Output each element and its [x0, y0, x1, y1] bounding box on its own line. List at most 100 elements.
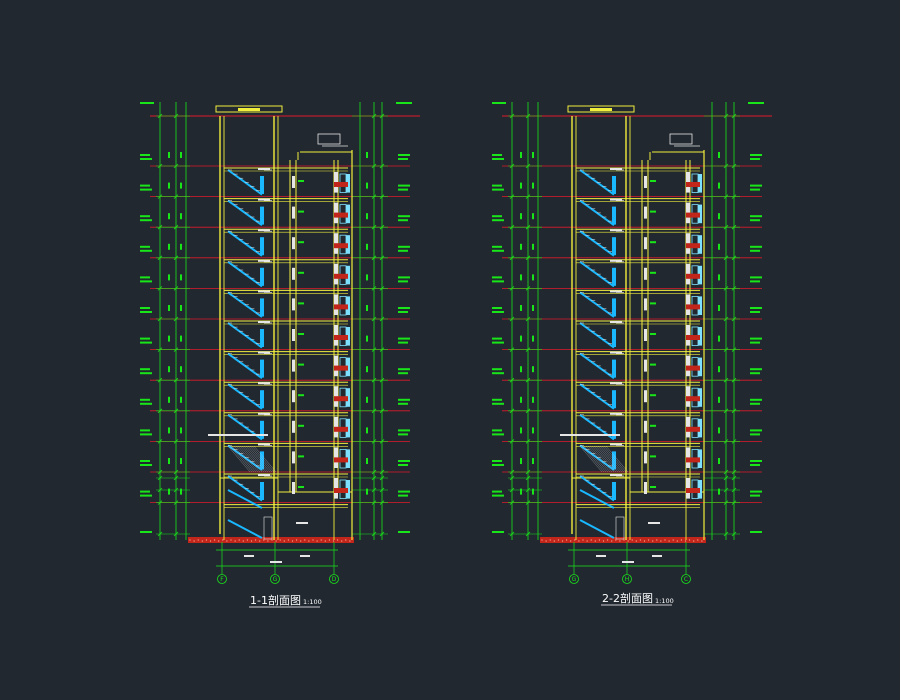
dimension-slash	[371, 286, 377, 291]
dimension-slash	[379, 163, 385, 169]
dim-glyph	[168, 182, 170, 189]
level-marker	[398, 464, 408, 466]
entrance-hatch	[599, 445, 623, 473]
entrance-note	[560, 434, 620, 436]
dim-glyph	[718, 396, 720, 403]
dimension-slash	[525, 286, 531, 291]
level-marker	[398, 276, 410, 279]
room-label	[650, 271, 656, 274]
room-label	[298, 424, 304, 427]
room-label	[298, 241, 304, 244]
stair-handrail	[260, 298, 264, 317]
ground-hatch	[656, 539, 658, 541]
ground-hatch	[341, 540, 343, 542]
level-marker	[492, 494, 504, 497]
dimension-slash	[731, 163, 737, 169]
dim-glyph	[168, 152, 170, 158]
axis-label: G	[572, 576, 577, 583]
entrance-hatch	[237, 445, 261, 473]
dimension-slash	[157, 531, 163, 537]
dimension-slash	[509, 316, 515, 322]
dimension-slash	[371, 113, 377, 119]
axis-label: C	[684, 576, 688, 583]
entrance-hatch	[603, 445, 627, 473]
stair-handrail	[260, 451, 264, 470]
entrance-hatch	[229, 445, 253, 473]
dim-glyph	[168, 213, 170, 220]
level-marker	[140, 311, 152, 313]
dim-glyph	[366, 213, 368, 220]
level-marker	[398, 184, 410, 187]
dimension-slash	[723, 255, 729, 261]
level-marker	[492, 249, 504, 252]
dimension-slash	[723, 500, 729, 505]
door-frame	[644, 359, 647, 372]
dim-glyph	[168, 305, 170, 311]
dim-glyph	[520, 488, 522, 495]
room-label	[650, 180, 656, 182]
balcony-beam	[334, 365, 348, 371]
dimension-slash	[525, 439, 531, 444]
dim-glyph	[520, 152, 522, 158]
dim-glyph	[718, 152, 720, 158]
entrance-hatch	[249, 445, 273, 473]
entrance-hatch	[593, 445, 617, 473]
door-frame	[644, 482, 647, 494]
ground-hatch	[643, 540, 646, 542]
dim-glyph	[520, 366, 522, 373]
level-marker	[750, 402, 760, 405]
landing-label	[610, 229, 622, 232]
room-label	[298, 363, 304, 366]
level-marker	[140, 184, 150, 187]
stair-handrail	[612, 420, 616, 439]
stair-handrail	[260, 329, 264, 347]
dim-glyph	[532, 243, 534, 250]
dim-glyph	[718, 488, 720, 495]
dimension-slash	[731, 347, 737, 352]
room-label	[650, 486, 656, 488]
dimension-slash	[371, 469, 377, 475]
landing-label	[258, 290, 270, 293]
entrance-hatch	[605, 445, 629, 473]
level-marker	[140, 215, 150, 218]
dim-glyph	[532, 305, 534, 311]
ground-hatch	[226, 540, 228, 542]
dim-glyph	[168, 243, 170, 250]
door-frame	[292, 359, 295, 372]
ground-hatch	[230, 539, 232, 541]
room-label	[650, 302, 656, 305]
dimension-slash	[379, 347, 385, 352]
basement-stair-flight	[579, 489, 615, 509]
dimension-text	[596, 555, 606, 557]
dimension-slash	[371, 224, 377, 230]
door-frame	[644, 390, 647, 403]
dim-glyph	[532, 488, 534, 495]
entrance-hatch	[239, 445, 263, 473]
dimension-slash	[723, 377, 729, 383]
level-marker	[750, 398, 762, 401]
ground-hatch	[578, 540, 580, 542]
entrance-hatch	[595, 445, 619, 473]
dimension-slash	[509, 286, 515, 291]
dim-glyph	[180, 396, 182, 403]
level-marker	[140, 398, 150, 401]
dimension-slash	[723, 408, 729, 414]
roof-machine-room	[317, 133, 341, 145]
level-marker	[492, 219, 504, 222]
dimension-slash	[371, 487, 377, 493]
dimension-slash	[525, 224, 531, 230]
door-frame	[292, 298, 295, 311]
dimension-text	[652, 555, 662, 557]
dimension-slash	[371, 255, 377, 261]
level-marker	[398, 249, 408, 252]
room-label	[298, 333, 304, 335]
dim-glyph	[168, 366, 170, 373]
dim-glyph	[366, 243, 368, 250]
ground-hatch	[250, 540, 253, 542]
balcony-beam	[334, 335, 348, 340]
dimension-slash	[379, 377, 385, 383]
door-frame	[644, 329, 647, 341]
dimension-slash	[509, 408, 515, 414]
entrance-hatch	[251, 445, 275, 473]
axis-bubble	[622, 574, 632, 584]
